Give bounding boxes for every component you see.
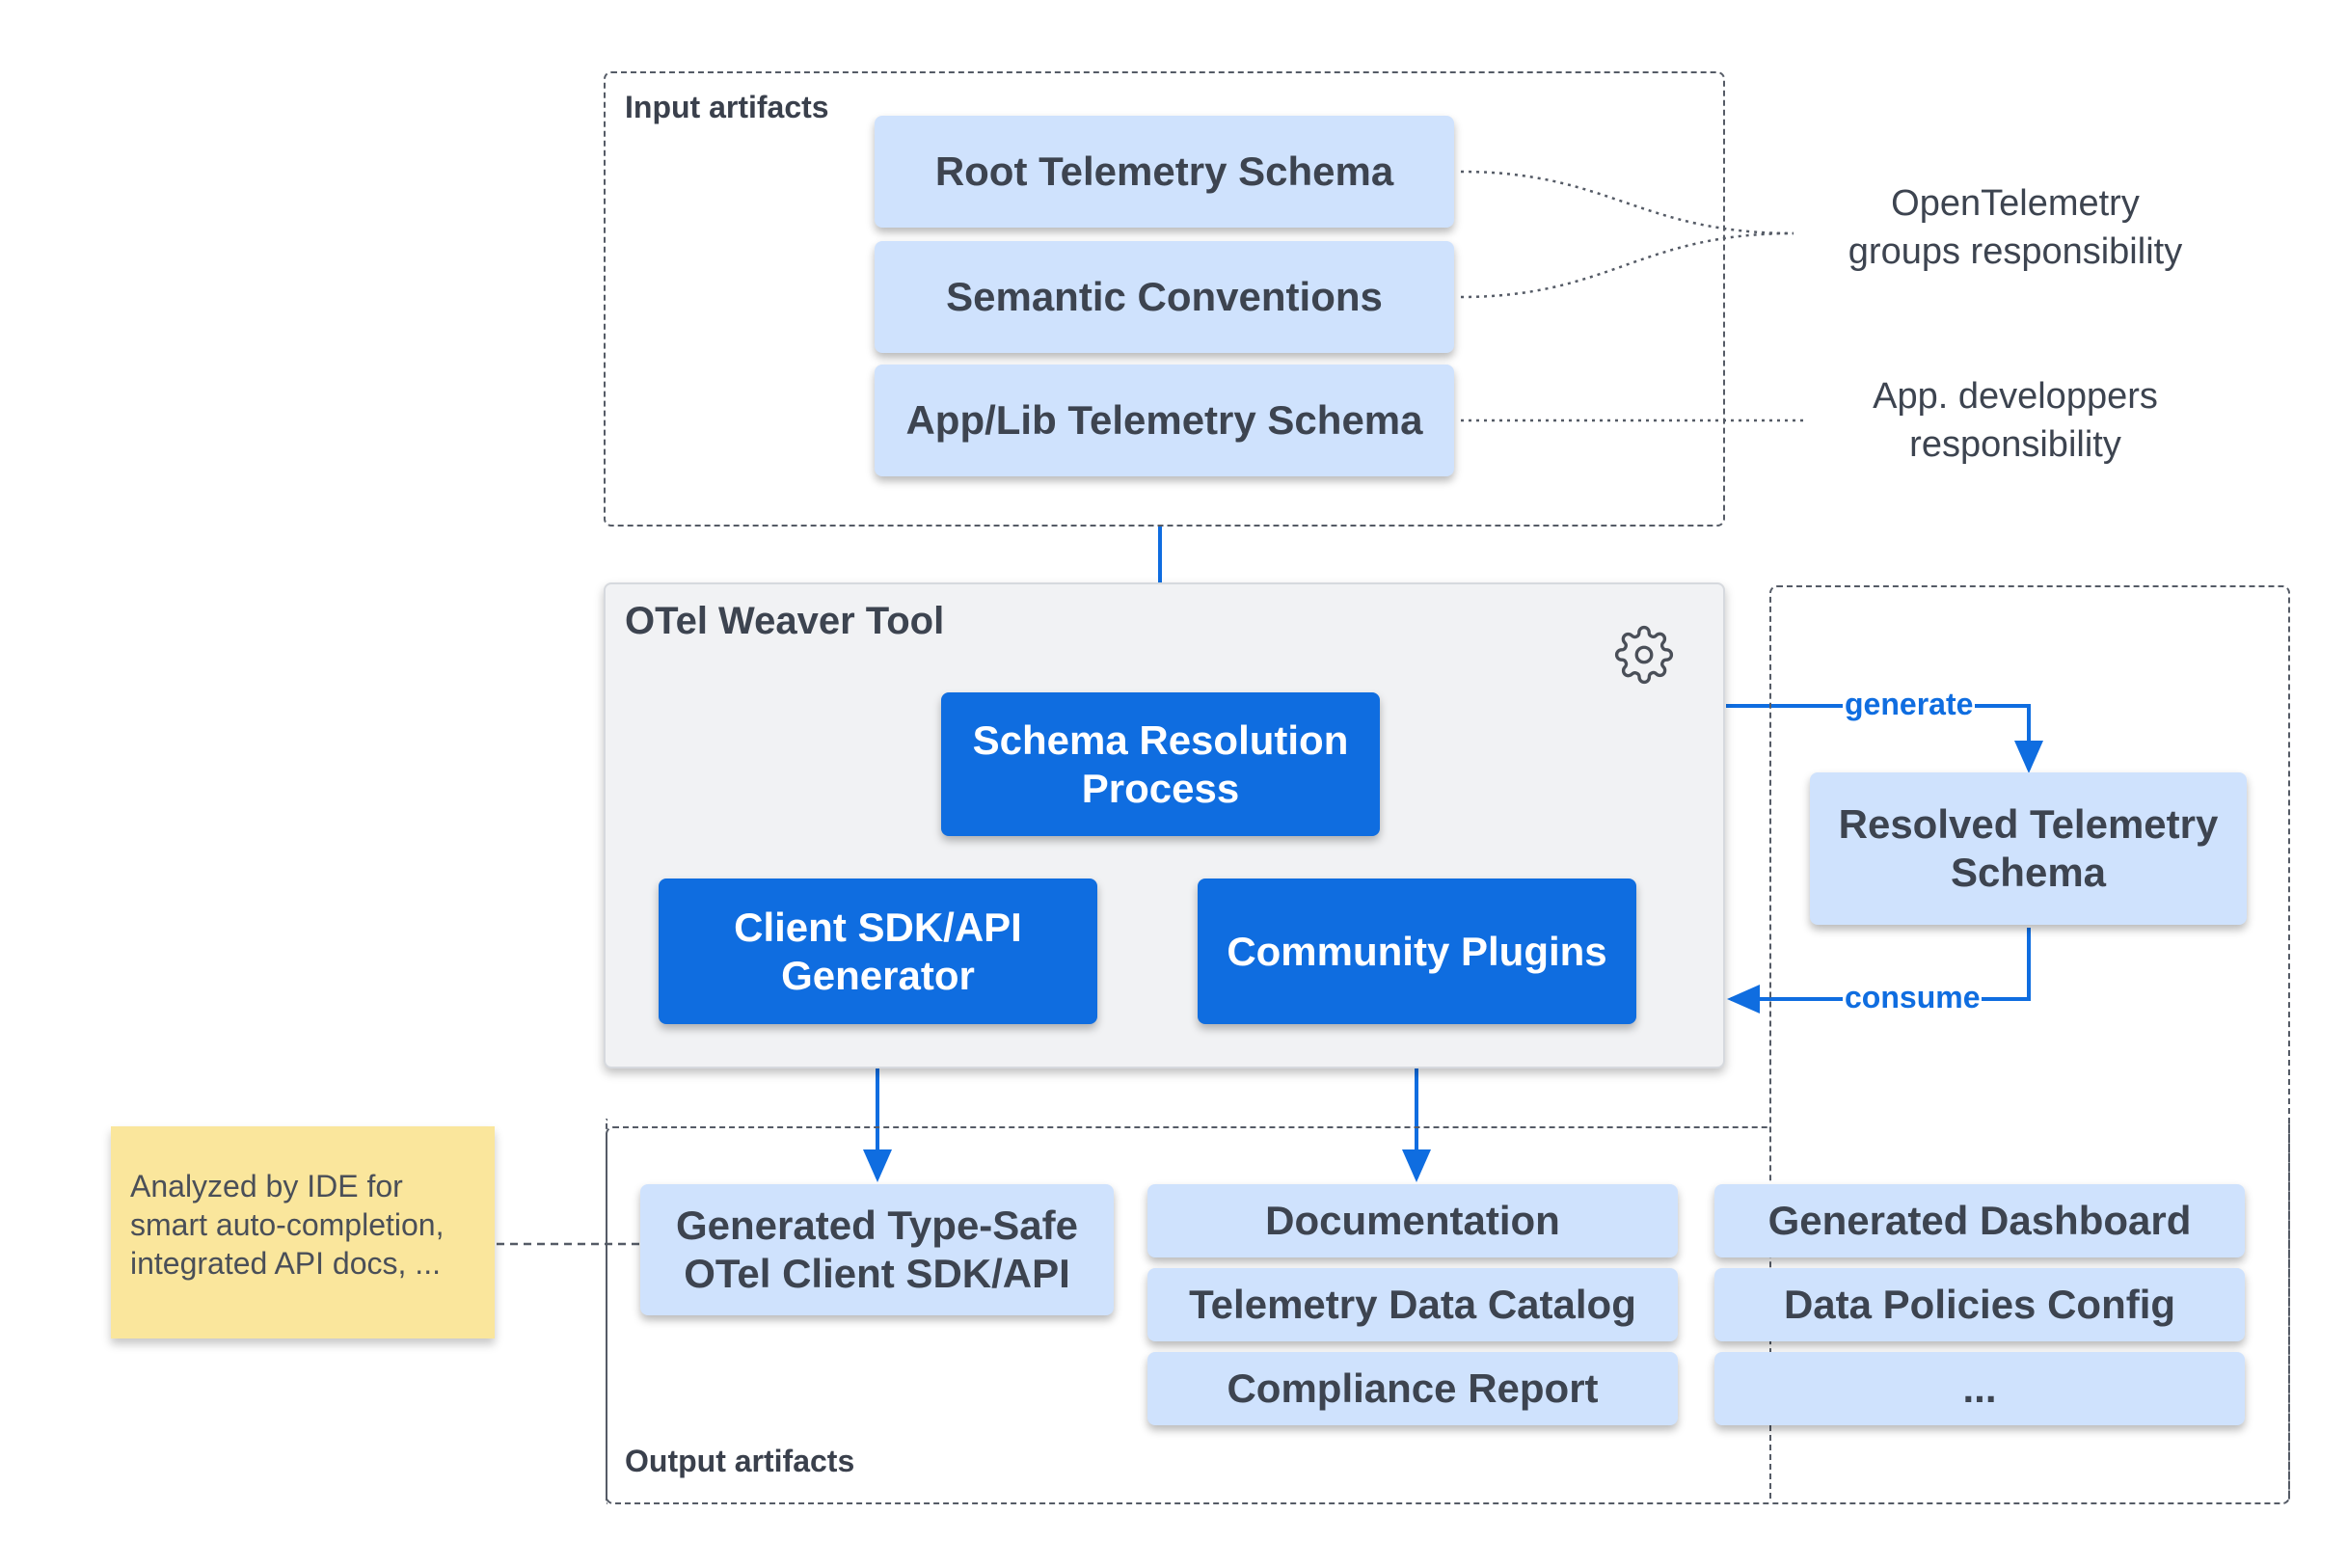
consume-label: consume	[1843, 980, 1983, 1015]
resolved-schema-group-border	[1769, 585, 2290, 1501]
generated-client-sdk-box[interactable]: Generated Type-Safe OTel Client SDK/API	[640, 1184, 1114, 1315]
gear-icon	[1614, 625, 1674, 685]
schema-resolution-process-box[interactable]: Schema Resolution Process	[941, 692, 1380, 836]
generate-arrow	[1726, 704, 2043, 773]
output-artifacts-group-border-bottom	[606, 1119, 2290, 1504]
telemetry-data-catalog-box[interactable]: Telemetry Data Catalog	[1147, 1268, 1678, 1341]
consume-arrow	[1727, 928, 2031, 1014]
ide-sticky-note: Analyzed by IDE for smart auto-completio…	[111, 1126, 495, 1338]
app-lib-telemetry-schema-box[interactable]: App/Lib Telemetry Schema	[875, 365, 1454, 476]
data-policies-config-box[interactable]: Data Policies Config	[1714, 1268, 2245, 1341]
input-artifacts-group	[604, 71, 1725, 527]
more-outputs-box[interactable]: ...	[1714, 1352, 2245, 1425]
otel-weaver-tool-title: OTel Weaver Tool	[625, 600, 945, 642]
root-telemetry-schema-box[interactable]: Root Telemetry Schema	[875, 116, 1454, 228]
otel-responsibility-note: OpenTelemetry groups responsibility	[1848, 183, 2183, 272]
resolved-telemetry-schema-box[interactable]: Resolved Telemetry Schema	[1810, 772, 2247, 925]
input-artifacts-title: Input artifacts	[625, 90, 829, 124]
client-sdk-generator-box[interactable]: Client SDK/API Generator	[659, 879, 1097, 1024]
generated-dashboard-box[interactable]: Generated Dashboard	[1714, 1184, 2245, 1257]
app-responsibility-note: App. developpers responsibility	[1873, 376, 2158, 465]
semantic-conventions-box[interactable]: Semantic Conventions	[875, 241, 1454, 353]
compliance-report-box[interactable]: Compliance Report	[1147, 1352, 1678, 1425]
documentation-box[interactable]: Documentation	[1147, 1184, 1678, 1257]
output-artifacts-title: Output artifacts	[625, 1444, 855, 1478]
community-plugins-box[interactable]: Community Plugins	[1198, 879, 1636, 1024]
generate-label: generate	[1843, 687, 1976, 722]
